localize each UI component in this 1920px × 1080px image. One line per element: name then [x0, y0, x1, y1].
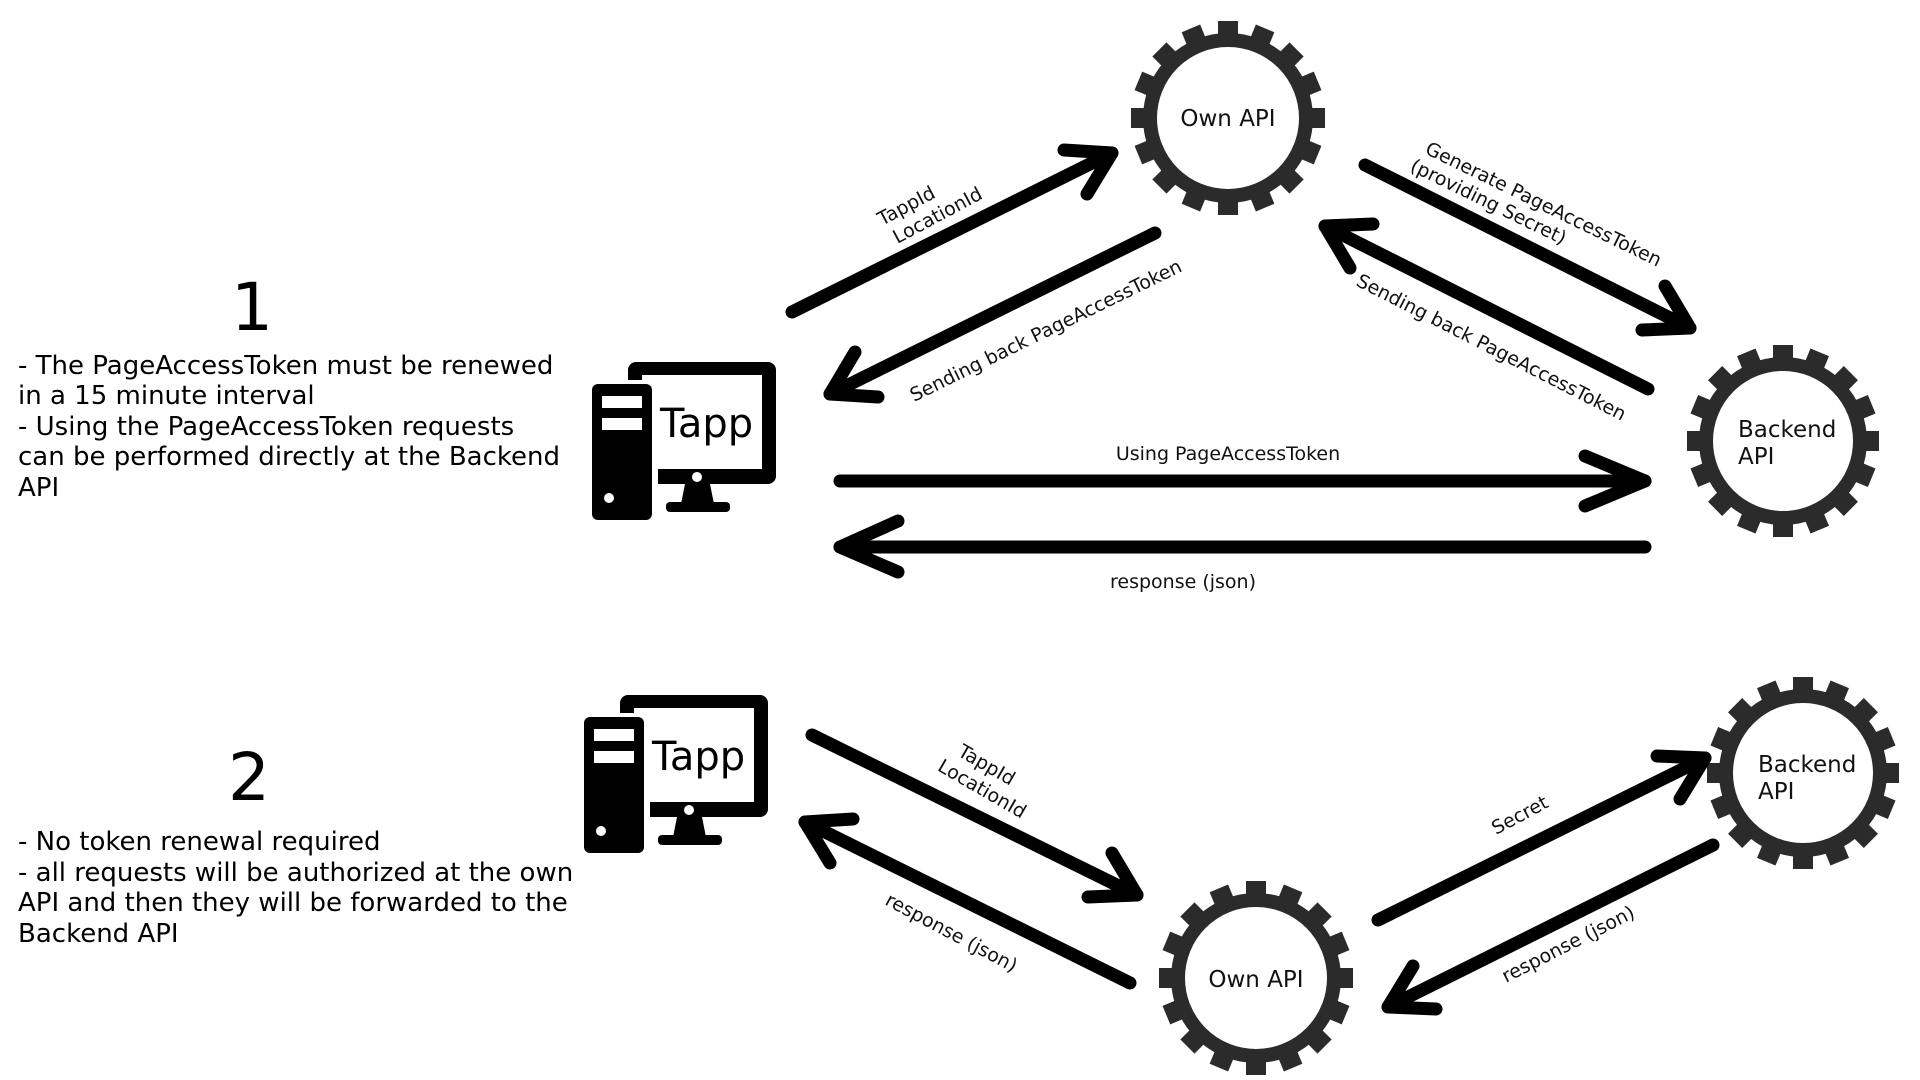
- description-line: - Using the PageAccessToken requests: [18, 412, 514, 442]
- own-api-label: Own API: [1208, 967, 1303, 993]
- backend-api-label-line: API: [1738, 444, 1774, 470]
- backend-api-label: Backend API: [1758, 752, 1864, 805]
- arrow-backend-to-own-api: [1318, 217, 1655, 396]
- section-1-description: - The PageAccessToken must be renewed in…: [18, 351, 568, 503]
- section-1-number: 1: [231, 269, 273, 346]
- tapp-computer-2: Tapp: [580, 695, 768, 857]
- edge-label-backend-to-tapp: response (json): [1110, 571, 1256, 593]
- gear-ring: [1719, 689, 1887, 857]
- arrow-own-api-to-tapp: [823, 226, 1162, 404]
- section-2-number: 2: [228, 739, 270, 816]
- gear-icon: [1687, 345, 1879, 537]
- edge-label-tapp-to-backend: Using PageAccessToken: [1116, 443, 1340, 465]
- edge-label-backend-to-own: Sending back PageAccessToken: [1353, 270, 1630, 426]
- description-line: in a 15 minute interval: [18, 381, 315, 411]
- arrow-backend-to-tapp: [833, 514, 1652, 579]
- arrow-tapp-to-own-api-2: [805, 728, 1144, 904]
- description-line: API: [18, 473, 59, 503]
- arrow-tapp-to-backend: [833, 449, 1652, 513]
- arrow-own-api-to-tapp-2: [798, 812, 1137, 990]
- backend-api-label-line: Backend: [1758, 752, 1856, 778]
- description-line: - The PageAccessToken must be renewed: [18, 351, 553, 381]
- description-line: API and then they will be forwarded to t…: [18, 888, 568, 918]
- own-api-node-2: Own API: [1159, 881, 1353, 1075]
- backend-api-label-line: API: [1758, 779, 1794, 805]
- tapp-label: Tapp: [651, 734, 745, 780]
- description-line: - all requests will be authorized at the…: [18, 858, 573, 888]
- backend-api-label: Backend API: [1738, 417, 1844, 470]
- gear-icon: [1131, 21, 1325, 215]
- gear-ring: [1699, 357, 1867, 525]
- tapp-computer-1: Tapp: [588, 362, 776, 524]
- arrow-backend-to-own-api-2: [1381, 838, 1720, 1016]
- gear-icon: [1159, 881, 1353, 1075]
- description-line: can be performed directly at the Backend: [18, 442, 560, 472]
- edge-label-own-to-backend: Generate PageAccessToken (providing Secr…: [1407, 135, 1671, 294]
- description-line: - No token renewal required: [18, 827, 380, 857]
- section-2-description: - No token renewal required - all reques…: [18, 827, 581, 949]
- tapp-label: Tapp: [659, 401, 753, 447]
- own-api-label: Own API: [1180, 106, 1275, 132]
- description-line: Backend API: [18, 919, 179, 949]
- backend-api-node-2: Backend API: [1707, 677, 1899, 869]
- backend-api-node-1: Backend API: [1687, 345, 1879, 537]
- arrow-own-api-to-backend-2: [1371, 749, 1712, 927]
- gear-ring: [1171, 893, 1341, 1063]
- arrow-tapp-to-own-api: [785, 143, 1119, 319]
- gear-icon: [1707, 677, 1899, 869]
- arrow-own-api-to-backend: [1358, 158, 1697, 337]
- backend-api-label-line: Backend: [1738, 417, 1836, 443]
- section-1: 1 - The PageAccessToken must be renewed …: [18, 21, 1879, 593]
- edge-label-own-to-tapp-2: response (json): [882, 889, 1021, 977]
- gear-ring: [1143, 33, 1313, 203]
- own-api-node-1: Own API: [1131, 21, 1325, 215]
- section-2: 2 - No token renewal required - all requ…: [18, 677, 1899, 1075]
